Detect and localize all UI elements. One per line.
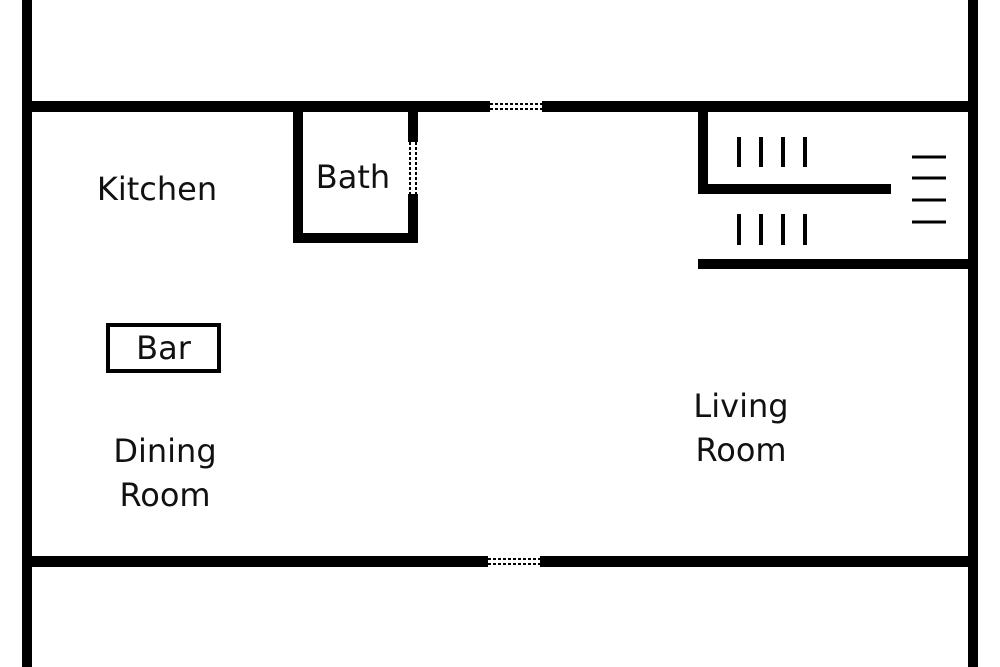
bath-door <box>409 142 417 194</box>
stair-treads-upper <box>737 137 807 167</box>
bar-counter <box>106 323 221 373</box>
living-room-label-line2: Room <box>695 431 787 469</box>
right-exterior-wall <box>968 0 978 667</box>
bar-label: Bar <box>136 329 191 367</box>
kitchen-label: Kitchen <box>96 170 218 208</box>
bath-label: Bath <box>315 158 391 196</box>
left-exterior-wall <box>22 0 32 667</box>
living-room-label-line1: Living <box>693 387 789 425</box>
bathroom-walls <box>293 112 418 243</box>
top-door <box>490 101 542 112</box>
stair-treads-landing <box>912 155 946 224</box>
dining-room-label-line2: Room <box>119 476 211 514</box>
stairwell-walls <box>698 112 973 269</box>
stair-treads-lower <box>737 214 807 245</box>
dining-room-label-line1: Dining <box>113 432 217 470</box>
bottom-door <box>488 556 540 567</box>
